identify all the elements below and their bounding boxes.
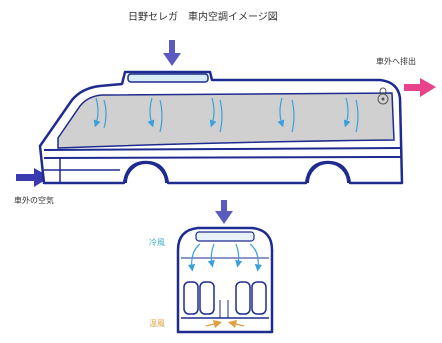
cross-ac-unit	[195, 231, 255, 242]
intake-label: 車外の空気	[14, 196, 54, 205]
seats	[183, 281, 267, 315]
exhaust-label: 車外へ排出	[376, 57, 416, 66]
top-intake-arrow	[163, 40, 181, 66]
cabin-interior	[57, 92, 395, 149]
cold-air-label: 冷風	[149, 238, 165, 247]
roof-ac-unit	[127, 73, 209, 83]
diagram-title: 日野セレガ 車内空調イメージ図	[128, 12, 278, 23]
down-arrow	[215, 200, 233, 224]
cross-cold-airflow	[187, 243, 263, 272]
bus-cross-section	[176, 226, 274, 334]
cabin-airflow	[93, 97, 359, 133]
fan-icon	[377, 87, 389, 105]
cross-warm-airflow	[205, 319, 245, 329]
warm-air-label: 温風	[149, 319, 165, 328]
front-intake-arrow	[16, 168, 50, 187]
exhaust-arrow	[404, 78, 436, 97]
